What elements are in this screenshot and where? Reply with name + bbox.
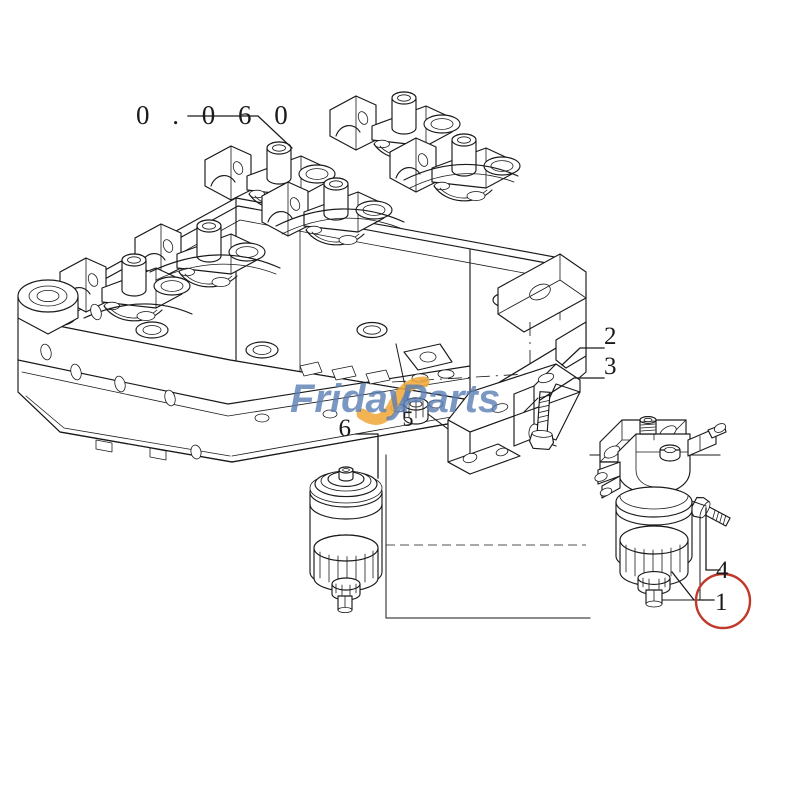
callout-4-label: 4 [716, 557, 729, 584]
filter-cap-small [659, 444, 681, 462]
callout-6-label: 6 [339, 415, 352, 442]
head-galleries [83, 163, 519, 319]
mounting-bracket [447, 363, 581, 475]
filter-bleed-screw [639, 416, 657, 435]
callout-2-label: 2 [604, 323, 617, 350]
callout-5-label: 5 [403, 406, 414, 431]
section-label-leader [187, 115, 293, 149]
fuel-filter-element [309, 466, 383, 614]
callout-leaders [355, 347, 721, 601]
filter-skirt-ribbed [619, 525, 689, 587]
callout-3-label: 3 [604, 353, 617, 380]
bolt-short-part [689, 496, 731, 527]
head-end-flange [497, 253, 587, 369]
filter-outlet-port-right [687, 423, 727, 457]
head-main-body [17, 197, 587, 463]
head-left-end [17, 279, 102, 335]
fuel-filter-assembly [594, 416, 727, 608]
callout-1-highlight-ring [694, 572, 752, 630]
cylinder-head-assembly [17, 91, 587, 463]
filter-drain [637, 571, 671, 608]
bolt-long-attach-line [523, 397, 539, 413]
filter-head-body [617, 433, 691, 495]
callout-1-label: 1 [715, 589, 728, 616]
section-label-text: 0 . 0 6 0 [136, 100, 296, 130]
